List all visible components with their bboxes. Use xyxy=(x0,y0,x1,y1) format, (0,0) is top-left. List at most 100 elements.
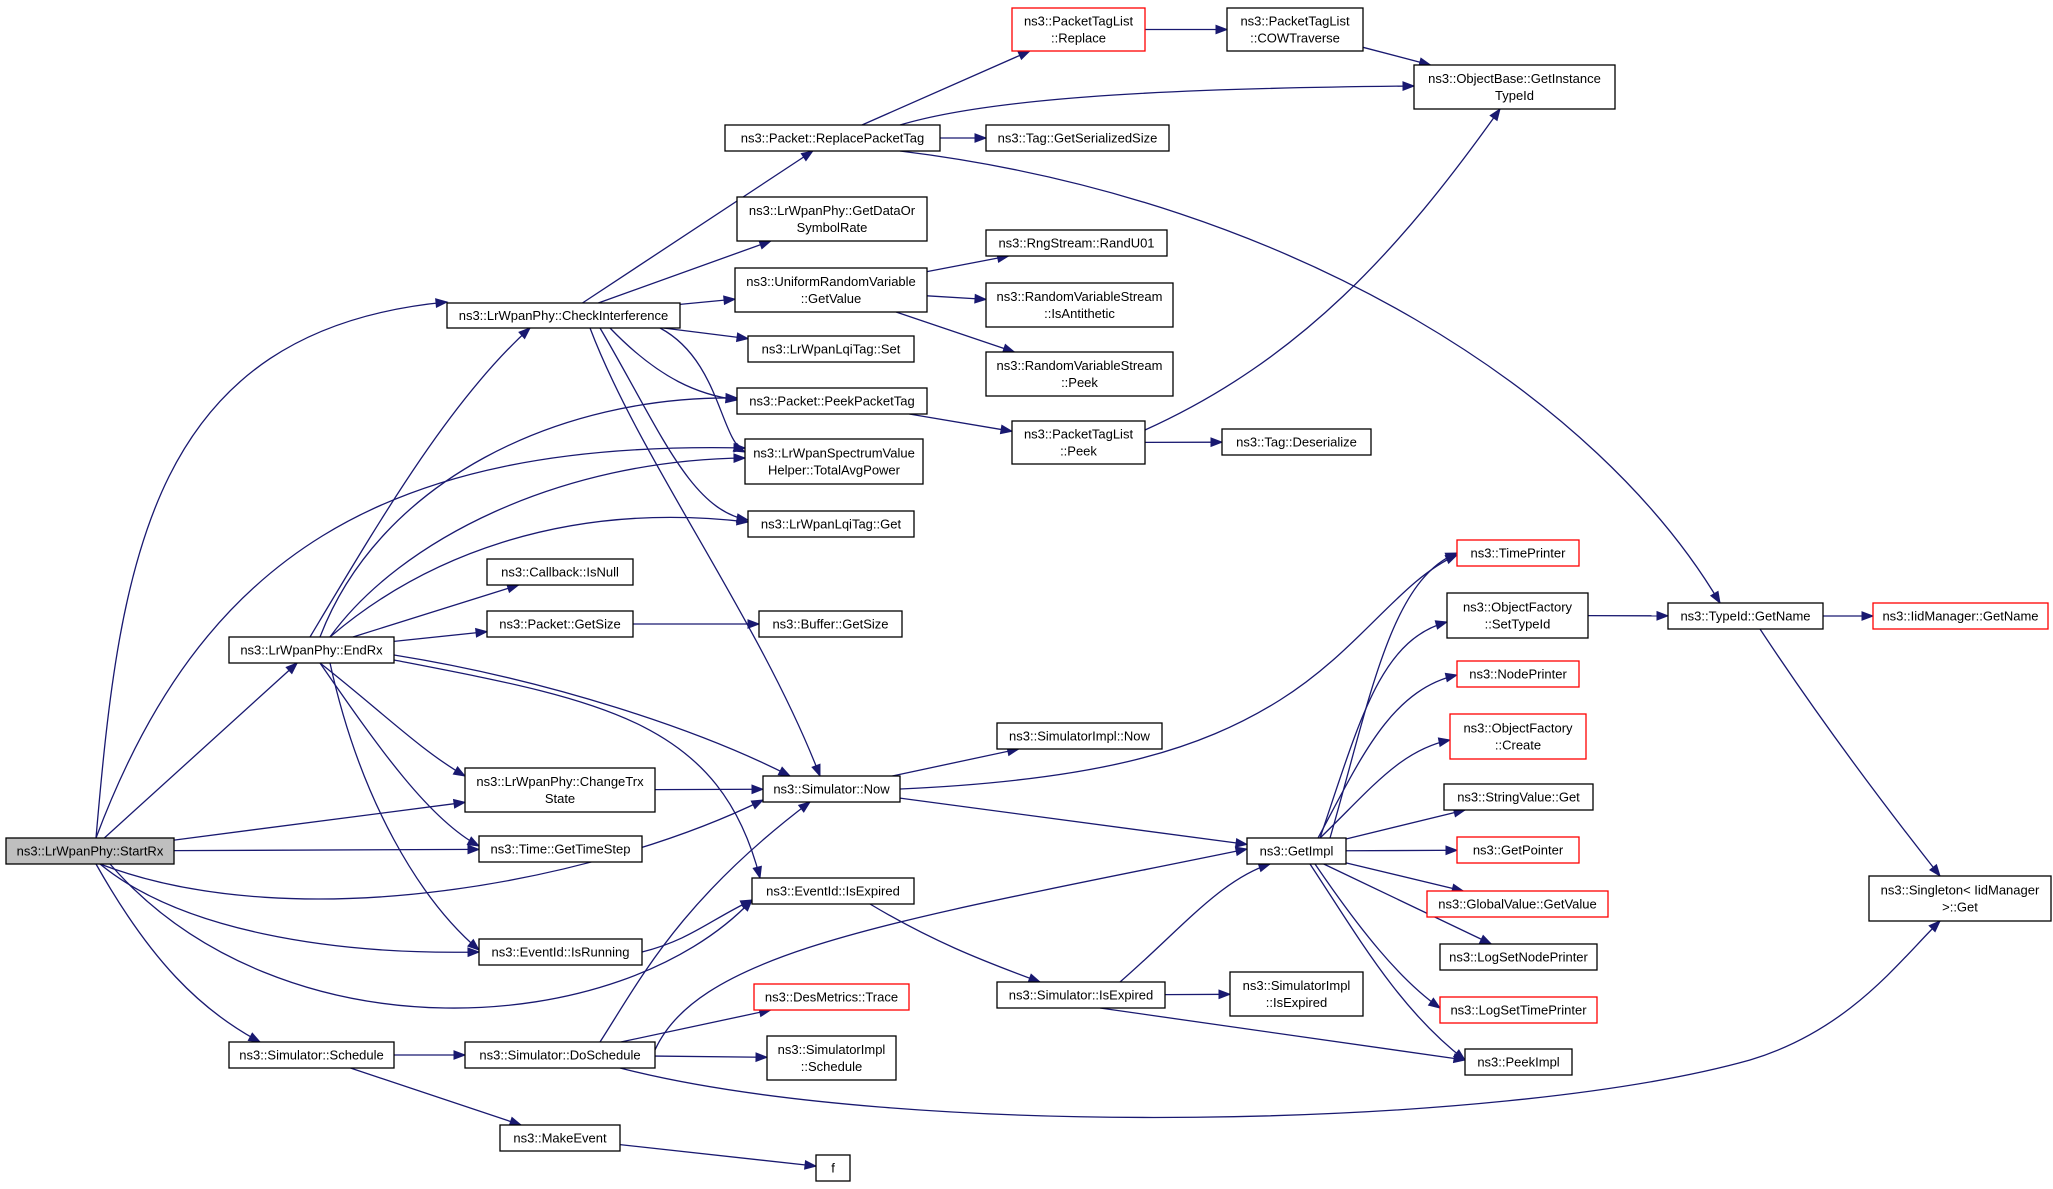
node-box[interactable] xyxy=(1229,971,1364,1017)
node-rvspeek[interactable]: ns3::RandomVariableStream::Peek xyxy=(985,351,1174,397)
node-box[interactable] xyxy=(486,610,634,638)
node-getpointer[interactable]: ns3::GetPointer xyxy=(1456,836,1580,864)
node-makeevent[interactable]: ns3::MakeEvent xyxy=(499,1124,621,1152)
node-box[interactable] xyxy=(815,1154,851,1182)
node-checkint[interactable]: ns3::LrWpanPhy::CheckInterference xyxy=(446,302,681,329)
node-box[interactable] xyxy=(478,835,643,863)
node-simisexp[interactable]: ns3::Simulator::IsExpired xyxy=(996,981,1166,1009)
node-box[interactable] xyxy=(1246,837,1347,865)
node-tlreplace[interactable]: ns3::PacketTagList::Replace xyxy=(1011,7,1146,52)
node-box[interactable] xyxy=(1011,420,1146,465)
node-endrx[interactable]: ns3::LrWpanPhy::EndRx xyxy=(228,636,395,664)
node-box[interactable] xyxy=(985,351,1174,397)
node-box[interactable] xyxy=(228,1041,395,1069)
node-replacetag[interactable]: ns3::Packet::ReplacePacketTag xyxy=(724,124,941,152)
node-cowtraverse[interactable]: ns3::PacketTagList::COWTraverse xyxy=(1226,7,1364,52)
node-implsched[interactable]: ns3::SimulatorImpl::Schedule xyxy=(766,1035,897,1081)
node-box[interactable] xyxy=(985,282,1174,328)
node-box[interactable] xyxy=(747,510,915,538)
node-box[interactable] xyxy=(1872,602,2049,630)
node-gvget[interactable]: ns3::GlobalValue::GetValue xyxy=(1426,890,1609,918)
node-peektag[interactable]: ns3::Packet::PeekPacketTag xyxy=(736,387,928,415)
node-box[interactable] xyxy=(1439,943,1598,971)
node-box[interactable] xyxy=(478,938,643,966)
node-trace[interactable]: ns3::DesMetrics::Trace xyxy=(753,983,910,1011)
node-box[interactable] xyxy=(5,837,175,865)
node-box[interactable] xyxy=(762,775,901,803)
node-iidname[interactable]: ns3::IidManager::GetName xyxy=(1872,602,2049,630)
node-lognode[interactable]: ns3::LogSetNodePrinter xyxy=(1439,943,1598,971)
node-box[interactable] xyxy=(1413,64,1616,110)
node-box[interactable] xyxy=(446,302,681,329)
node-getimpl[interactable]: ns3::GetImpl xyxy=(1246,837,1347,865)
node-box[interactable] xyxy=(1221,428,1372,456)
node-box[interactable] xyxy=(736,196,928,242)
node-tlpeek[interactable]: ns3::PacketTagList::Peek xyxy=(1011,420,1146,465)
node-ofsettype[interactable]: ns3::ObjectFactory::SetTypeId xyxy=(1446,592,1589,639)
node-bufsize[interactable]: ns3::Buffer::GetSize xyxy=(758,610,903,638)
node-isrunning[interactable]: ns3::EventId::IsRunning xyxy=(478,938,643,966)
node-box[interactable] xyxy=(751,877,915,905)
node-cbisnull[interactable]: ns3::Callback::IsNull xyxy=(486,558,634,586)
node-box[interactable] xyxy=(1011,7,1146,52)
node-box[interactable] xyxy=(1464,1048,1573,1076)
node-timeprinter[interactable]: ns3::TimePrinter xyxy=(1456,539,1580,567)
node-box[interactable] xyxy=(996,722,1163,750)
node-box[interactable] xyxy=(1456,660,1580,688)
node-doschedule[interactable]: ns3::Simulator::DoSchedule xyxy=(464,1041,656,1069)
node-schedule[interactable]: ns3::Simulator::Schedule xyxy=(228,1041,395,1069)
node-box[interactable] xyxy=(499,1124,621,1152)
node-box[interactable] xyxy=(486,558,634,586)
node-box[interactable] xyxy=(766,1035,897,1081)
node-box[interactable] xyxy=(1456,836,1580,864)
node-singleton[interactable]: ns3::Singleton< IidManager>::Get xyxy=(1868,875,2052,922)
node-box[interactable] xyxy=(736,387,928,415)
node-peekimpl[interactable]: ns3::PeekImpl xyxy=(1464,1048,1573,1076)
node-box[interactable] xyxy=(753,983,910,1011)
node-tagsersize[interactable]: ns3::Tag::GetSerializedSize xyxy=(985,124,1170,152)
node-implisexp[interactable]: ns3::SimulatorImpl::IsExpired xyxy=(1229,971,1364,1017)
node-box[interactable] xyxy=(228,636,395,664)
node-timestep[interactable]: ns3::Time::GetTimeStep xyxy=(478,835,643,863)
node-simnow[interactable]: ns3::Simulator::Now xyxy=(762,775,901,803)
node-box[interactable] xyxy=(1426,890,1609,918)
node-box[interactable] xyxy=(1456,539,1580,567)
node-box[interactable] xyxy=(1449,713,1587,760)
node-box[interactable] xyxy=(758,610,903,638)
node-box[interactable] xyxy=(1868,875,2052,922)
node-isanti[interactable]: ns3::RandomVariableStream::IsAntithetic xyxy=(985,282,1174,328)
node-isexpired[interactable]: ns3::EventId::IsExpired xyxy=(751,877,915,905)
node-logtime[interactable]: ns3::LogSetTimePrinter xyxy=(1439,996,1598,1024)
node-simimplnow[interactable]: ns3::SimulatorImpl::Now xyxy=(996,722,1163,750)
node-tagdeser[interactable]: ns3::Tag::Deserialize xyxy=(1221,428,1372,456)
node-pktgetsize[interactable]: ns3::Packet::GetSize xyxy=(486,610,634,638)
node-lqiset[interactable]: ns3::LrWpanLqiTag::Set xyxy=(747,335,915,363)
node-ofcreate[interactable]: ns3::ObjectFactory::Create xyxy=(1449,713,1587,760)
node-box[interactable] xyxy=(464,767,656,813)
node-box[interactable] xyxy=(1226,7,1364,52)
node-svget[interactable]: ns3::StringValue::Get xyxy=(1443,783,1594,811)
node-box[interactable] xyxy=(744,438,924,485)
node-box[interactable] xyxy=(1439,996,1598,1024)
node-startrx[interactable]: ns3::LrWpanPhy::StartRx xyxy=(5,837,175,865)
node-box[interactable] xyxy=(747,335,915,363)
node-box[interactable] xyxy=(724,124,941,152)
node-box[interactable] xyxy=(1446,592,1589,639)
node-box[interactable] xyxy=(1443,783,1594,811)
node-totalavg[interactable]: ns3::LrWpanSpectrumValueHelper::TotalAvg… xyxy=(744,438,924,485)
node-typename[interactable]: ns3::TypeId::GetName xyxy=(1667,602,1824,630)
node-box[interactable] xyxy=(464,1041,656,1069)
node-box[interactable] xyxy=(985,124,1170,152)
node-box[interactable] xyxy=(1667,602,1824,630)
node-f[interactable]: f xyxy=(815,1154,851,1182)
node-nodeprinter[interactable]: ns3::NodePrinter xyxy=(1456,660,1580,688)
node-box[interactable] xyxy=(996,981,1166,1009)
node-randu01[interactable]: ns3::RngStream::RandU01 xyxy=(985,229,1168,257)
node-lqiget[interactable]: ns3::LrWpanLqiTag::Get xyxy=(747,510,915,538)
node-urvget[interactable]: ns3::UniformRandomVariable::GetValue xyxy=(734,267,928,313)
node-box[interactable] xyxy=(985,229,1168,257)
node-box[interactable] xyxy=(734,267,928,313)
